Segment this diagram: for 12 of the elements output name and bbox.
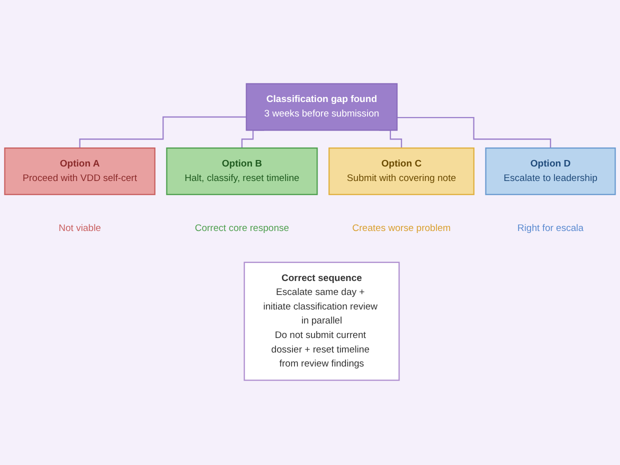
node-label: Not viable <box>58 224 101 234</box>
node-box: Option B Halt, classify, reset timeline <box>166 148 318 196</box>
connector <box>79 116 246 150</box>
node-label: Correct core response <box>194 224 290 234</box>
node-box: Correct sequence Escalate same day + initiate classification review in parallel Do not submit current dossier + reset timeline from review findings <box>244 262 400 382</box>
node-box: Option D Escalate to leadership <box>485 148 616 196</box>
node-box: Option A Proceed with VDD self-cert <box>4 148 156 196</box>
node-label: Creates worse problem <box>352 224 451 234</box>
node-box: Option C Submit with covering note <box>328 148 474 196</box>
connector <box>397 117 552 150</box>
node-label: Right for escala <box>517 224 584 234</box>
node-box: Classification gap found 3 weeks before submission <box>246 84 398 132</box>
